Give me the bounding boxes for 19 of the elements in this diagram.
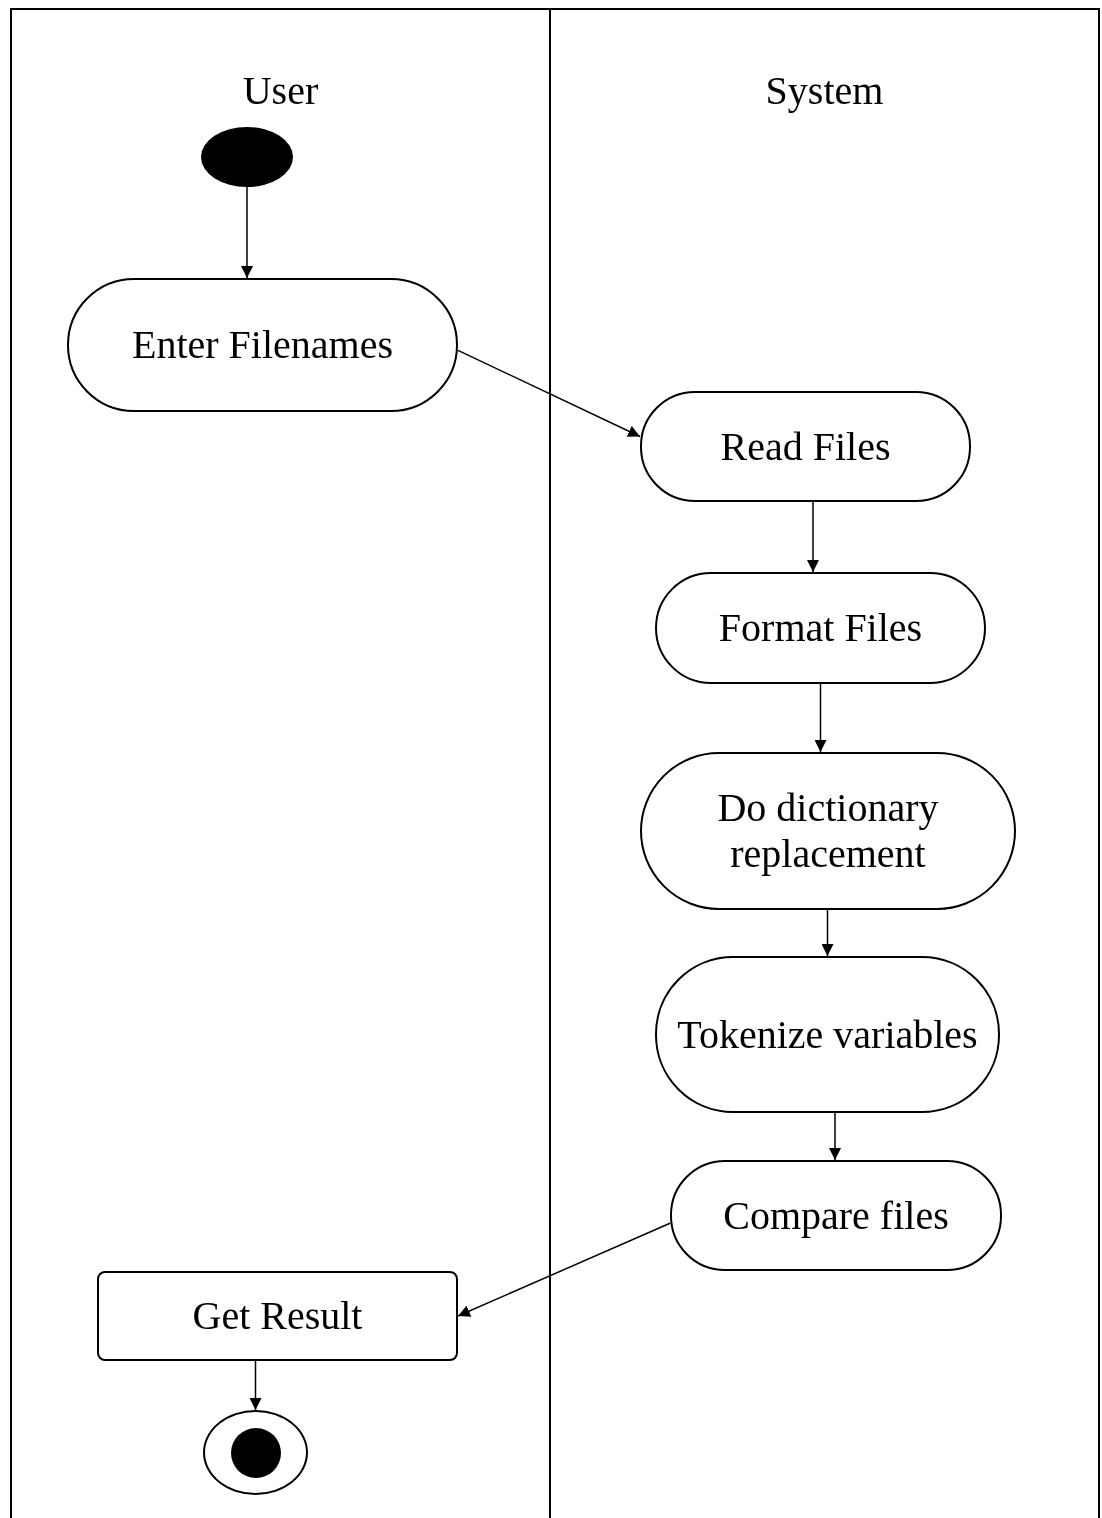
activity-node: Do dictionary replacement [640, 752, 1016, 910]
activity-node: Enter Filenames [67, 278, 458, 412]
arrow [807, 501, 819, 573]
activity-node: Tokenize variables [655, 956, 1000, 1113]
swimlane [10, 8, 551, 1518]
action-box: Get Result [97, 1271, 458, 1361]
arrow [829, 1112, 841, 1161]
arrow [457, 1222, 671, 1317]
lane-heading: System [764, 68, 885, 114]
activity-node: Read Files [640, 391, 971, 502]
arrow [249, 1360, 262, 1411]
activity-node: Format Files [655, 572, 986, 684]
lane-heading: User [241, 68, 320, 114]
arrow [821, 909, 834, 957]
arrow [814, 683, 827, 753]
arrow [457, 349, 641, 438]
activity-node: Compare files [670, 1160, 1002, 1271]
arrow [241, 186, 253, 279]
swimlane [549, 8, 1100, 1518]
